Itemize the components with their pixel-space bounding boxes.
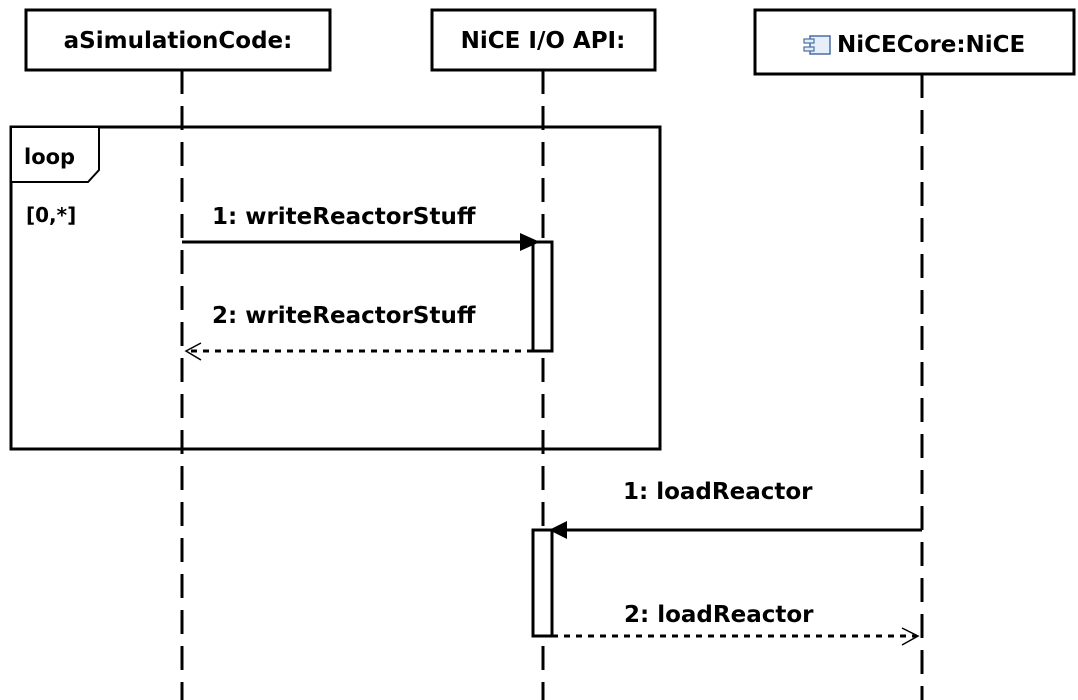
lifeline-head-nice-io-api: NiCE I/O API: — [430, 8, 657, 72]
message-load-reply: 2: loadReactor — [552, 602, 920, 646]
component-icon — [803, 35, 831, 55]
lifeline-head-asimulationcode: aSimulationCode: — [24, 8, 332, 72]
open-arrowhead — [901, 627, 920, 646]
filled-arrowhead — [549, 521, 567, 539]
loop-operator-pentagon — [10, 126, 100, 183]
loop-frame — [9, 125, 662, 451]
activation-bar-load — [531, 528, 554, 638]
lifeline-name: NiCECore:NiCE — [837, 32, 1025, 58]
message-write-reply: 2: writeReactorStuff — [184, 303, 533, 361]
loop-guard-label: [0,*] — [26, 203, 76, 227]
lifeline-name: NiCE I/O API: — [461, 28, 626, 54]
loop-fragment: loop [0,*] — [9, 125, 662, 451]
lifeline-head-nicecore: NiCECore:NiCE — [753, 8, 1076, 76]
message-load-call: 1: loadReactor — [549, 479, 922, 539]
message-label-write-call: 1: writeReactorStuff — [212, 204, 476, 230]
lifeline-name: aSimulationCode: — [64, 28, 293, 54]
open-arrowhead — [184, 342, 202, 361]
loop-operator-label: loop — [24, 145, 75, 169]
message-label-write-reply: 2: writeReactorStuff — [212, 303, 476, 329]
message-label-load-call: 1: loadReactor — [623, 479, 813, 505]
message-label-load-reply: 2: loadReactor — [624, 602, 814, 628]
filled-arrowhead — [520, 233, 540, 251]
message-write-call: 1: writeReactorStuff — [182, 204, 540, 251]
activation-bar-write — [531, 240, 554, 353]
